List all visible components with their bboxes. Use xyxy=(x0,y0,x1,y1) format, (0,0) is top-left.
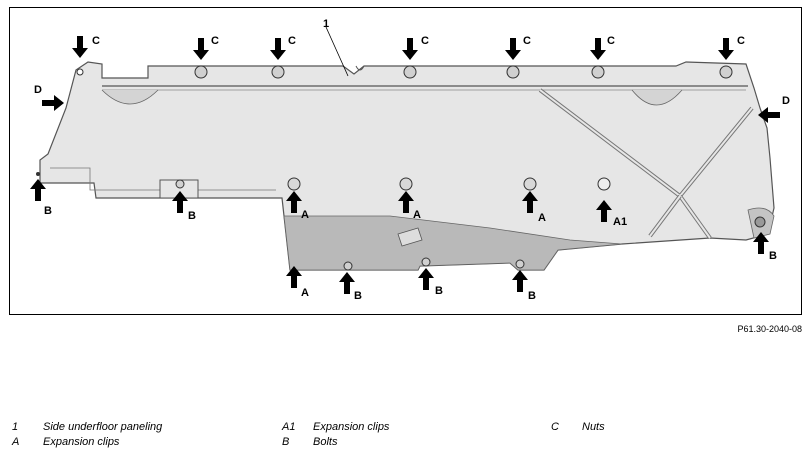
label-nut: C xyxy=(523,35,531,47)
fastener-icon xyxy=(194,65,208,79)
legend-key: B xyxy=(282,436,290,448)
label-nut: C xyxy=(421,35,429,47)
legend-key: A1 xyxy=(282,421,296,433)
fastener-icon xyxy=(175,179,185,189)
arrow-pointer-icon xyxy=(590,38,606,60)
fastener-icon xyxy=(403,65,417,79)
figure-code: P61.30-2040-08 xyxy=(737,324,802,334)
fastener-points xyxy=(36,65,766,271)
label-nut: C xyxy=(211,35,219,47)
arrow-pointer-icon xyxy=(72,36,88,58)
side-underfloor-panel xyxy=(39,61,775,271)
arrow-pointer-icon xyxy=(418,268,434,290)
part-leader-line xyxy=(325,26,349,77)
label-bolt: B xyxy=(354,290,362,302)
arrow-pointer-icon xyxy=(339,272,355,294)
fastener-icon xyxy=(287,177,301,191)
label-clip: A xyxy=(301,209,309,221)
label-clip: A xyxy=(538,212,546,224)
fastener-icon xyxy=(421,257,431,267)
diagram-frame: 1 C C C C C C C D D B B A A A A1 B A B B… xyxy=(9,7,802,315)
arrow-pointer-icon xyxy=(270,38,286,60)
label-bolt: B xyxy=(435,285,443,297)
legend-key: 1 xyxy=(12,421,19,433)
part-label: 1 xyxy=(323,18,329,30)
fastener-icon xyxy=(515,259,525,269)
fastener-icon xyxy=(76,68,84,76)
label-bolt: B xyxy=(528,290,536,302)
legend-text: Expansion clips xyxy=(313,421,390,433)
label-clip-alt: A1 xyxy=(613,216,627,228)
legend-text: Expansion clips xyxy=(43,436,120,448)
fastener-icon xyxy=(591,65,605,79)
fastener-icon xyxy=(343,261,353,271)
fastener-icon xyxy=(754,216,766,228)
arrow-pointer-icon xyxy=(193,38,209,60)
label-nut: C xyxy=(92,35,100,47)
fastener-icon xyxy=(399,177,413,191)
legend-text: Bolts xyxy=(313,436,338,448)
legend-key: A xyxy=(12,436,20,448)
legend-key: C xyxy=(551,421,559,433)
fastener-icon xyxy=(719,65,733,79)
label-side: D xyxy=(782,95,790,107)
fastener-icon xyxy=(597,177,611,191)
fastener-icon xyxy=(271,65,285,79)
arrow-pointer-icon xyxy=(505,38,521,60)
arrow-pointer-icon xyxy=(42,95,64,111)
arrow-pointer-icon xyxy=(512,270,528,292)
label-bolt: B xyxy=(44,205,52,217)
label-side: D xyxy=(34,84,42,96)
legend-text: Nuts xyxy=(582,421,605,433)
label-nut: C xyxy=(607,35,615,47)
legend-text: Side underfloor paneling xyxy=(43,421,163,433)
arrow-pointer-icon xyxy=(402,38,418,60)
label-nut: C xyxy=(737,35,745,47)
label-bolt: B xyxy=(769,250,777,262)
arrow-pointer-icon xyxy=(718,38,734,60)
fastener-icon xyxy=(506,65,520,79)
underfloor-panel-diagram: 1 C C C C C C C D D B B A A A A1 B A B B… xyxy=(30,18,790,302)
label-bolt: B xyxy=(188,210,196,222)
fastener-icon xyxy=(523,177,537,191)
label-nut: C xyxy=(288,35,296,47)
label-clip: A xyxy=(301,287,309,299)
label-clip: A xyxy=(413,209,421,221)
callout-labels: 1 C C C C C C C D D B B A A A A1 B A B B… xyxy=(34,18,790,302)
fastener-icon xyxy=(36,172,40,176)
